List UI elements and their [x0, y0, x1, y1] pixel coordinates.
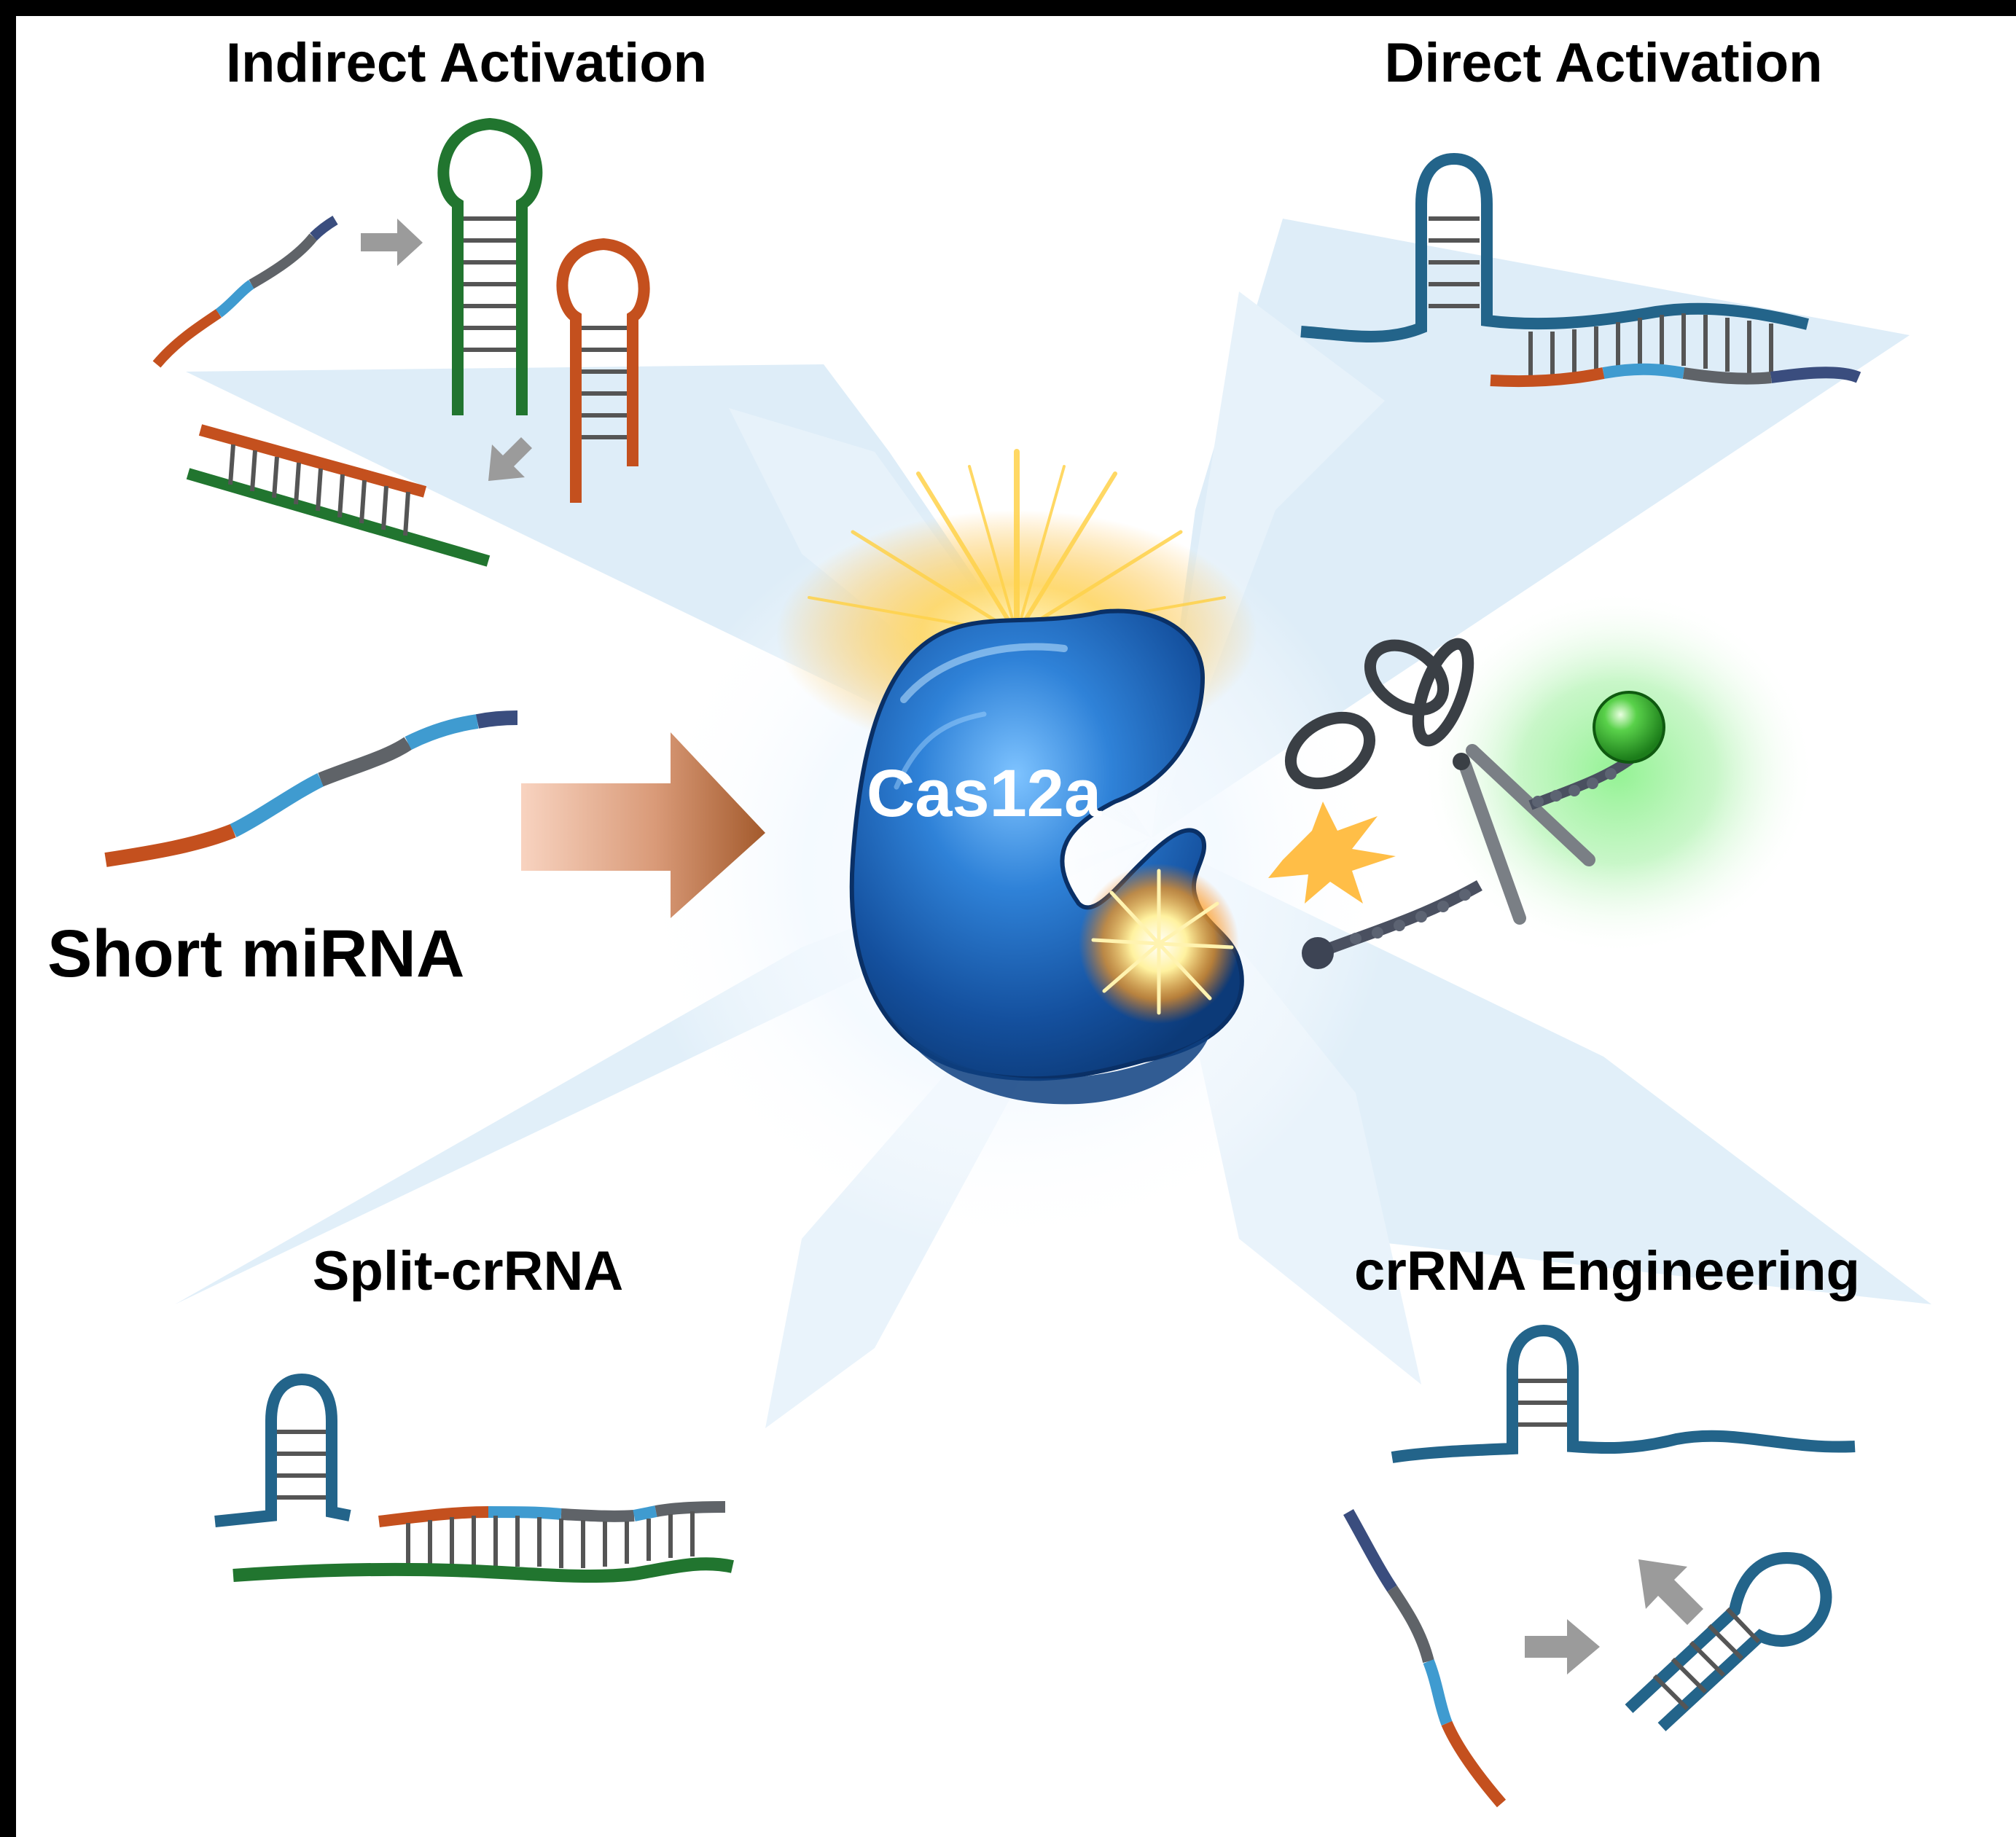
activation-arrow: [521, 732, 765, 918]
duplex: [186, 424, 491, 567]
indirect-activation-panel: [152, 117, 650, 567]
split-crrna-panel: [214, 1373, 734, 1583]
cas12a-protein: Cas12a: [849, 608, 1244, 1105]
mirna-strand: [152, 215, 338, 368]
fluorophore-ball: [1593, 691, 1665, 764]
split-crrna-title: Split-crRNA: [313, 1240, 623, 1302]
direct-activation-panel: [1300, 152, 1861, 388]
quencher-probe-icon: [1302, 880, 1482, 969]
cleavage-burst-icon: [1268, 802, 1396, 904]
step-arrow-icon: [1638, 1559, 1703, 1625]
step-arrow-icon: [361, 219, 423, 266]
orange-hairpin: [556, 238, 650, 503]
crrna-engineering-panel: [1343, 1324, 1856, 1808]
short-mirna-strand: [104, 710, 518, 867]
indirect-activation-title: Indirect Activation: [226, 32, 707, 94]
step-arrow-icon: [1525, 1619, 1600, 1675]
short-mirna-title: Short miRNA: [47, 917, 464, 991]
step-arrow-icon: [488, 437, 532, 481]
fluorophore-probe-icon: [1528, 691, 1665, 810]
green-hairpin: [437, 117, 543, 415]
cas12a-label: Cas12a: [867, 756, 1102, 831]
direct-activation-title: Direct Activation: [1384, 32, 1822, 94]
crrna-engineering-title: crRNA Engineering: [1354, 1240, 1860, 1302]
